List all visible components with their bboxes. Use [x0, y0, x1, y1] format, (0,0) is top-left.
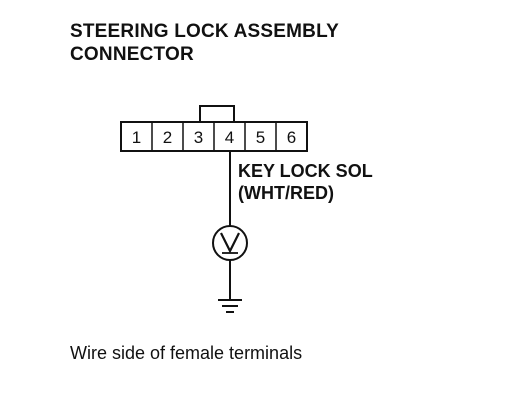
pin-2: 2 — [163, 128, 172, 147]
diagram-caption: Wire side of female terminals — [70, 343, 303, 363]
pin-4: 4 — [225, 128, 234, 147]
wire-label-color: (WHT/RED) — [238, 183, 334, 203]
title-line-1: STEERING LOCK ASSEMBLY — [70, 21, 340, 42]
pin-1: 1 — [132, 128, 141, 147]
wire-label: KEY LOCK SOL (WHT/RED) — [238, 160, 373, 204]
title-line-2: CONNECTOR — [70, 44, 194, 65]
connector-lock-tab — [199, 105, 235, 122]
pin-numbers: 1 2 3 4 5 6 — [132, 128, 296, 147]
pin-3: 3 — [194, 128, 203, 147]
pin-6: 6 — [287, 128, 296, 147]
diagram-title: STEERING LOCK ASSEMBLY CONNECTOR — [70, 20, 339, 66]
ground-icon — [218, 299, 242, 313]
voltmeter-icon — [212, 225, 248, 261]
connector-pins — [151, 122, 277, 151]
wire-label-name: KEY LOCK SOL — [238, 161, 373, 181]
pin-5: 5 — [256, 128, 265, 147]
